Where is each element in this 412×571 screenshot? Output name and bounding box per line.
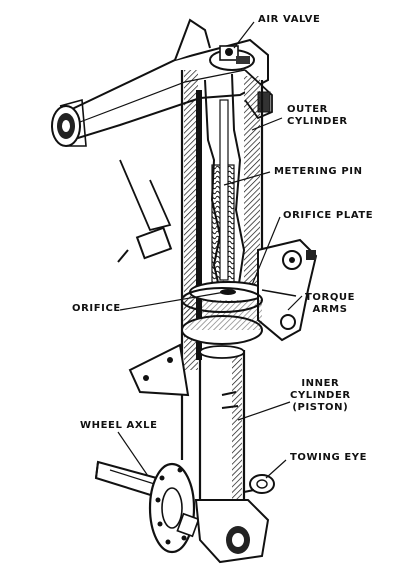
label-outer-cylinder-line-1: OUTER <box>287 104 328 115</box>
air-valve-fitting <box>209 45 255 71</box>
leader-towing-eye <box>265 459 287 479</box>
label-metering-pin: METERING PIN <box>274 166 363 177</box>
leader-inner-cylinder <box>237 401 291 421</box>
axle-housing <box>194 499 270 564</box>
label-torque-arms: TORQUE ARMS <box>305 292 355 316</box>
leader-orifice-plate <box>251 216 281 286</box>
label-outer-cylinder-line-2: CYLINDER <box>287 116 348 127</box>
leader-wheel-axle <box>117 431 149 477</box>
inner-cylinder <box>198 345 246 505</box>
label-air-valve: AIR VALVE <box>258 14 321 25</box>
label-inner-cylinder: INNER CYLINDER (PISTON) <box>290 378 351 414</box>
label-wheel-axle: WHEEL AXLE <box>80 420 158 431</box>
label-orifice: ORIFICE <box>72 303 121 314</box>
leader-air-valve <box>233 21 255 49</box>
leader-outer-cylinder <box>251 117 283 131</box>
torque-arms <box>257 238 318 342</box>
metering-pin <box>211 99 235 286</box>
leader-metering-pin <box>223 171 271 186</box>
label-outer-cylinder: OUTER CYLINDER <box>287 104 348 128</box>
side-fitting <box>117 159 173 263</box>
label-inner-cylinder-line-1: INNER <box>301 378 340 389</box>
brake-flange <box>148 462 200 554</box>
label-torque-arms-line-1: TORQUE <box>305 292 356 303</box>
label-orifice-plate: ORIFICE PLATE <box>283 210 374 221</box>
label-towing-eye: TOWING EYE <box>290 452 368 463</box>
leader-torque-arms <box>287 295 303 311</box>
mounting-flange <box>128 343 190 397</box>
trunnion-end-fitting <box>51 98 87 147</box>
towing-eye <box>243 474 275 494</box>
label-inner-cylinder-line-2: CYLINDER <box>290 390 351 401</box>
label-inner-cylinder-line-3: (PISTON) <box>292 402 349 413</box>
leader-lines <box>117 21 303 479</box>
leader-orifice <box>119 291 226 311</box>
label-torque-arms-line-2: ARMS <box>312 304 348 315</box>
gland-collar <box>181 287 263 345</box>
